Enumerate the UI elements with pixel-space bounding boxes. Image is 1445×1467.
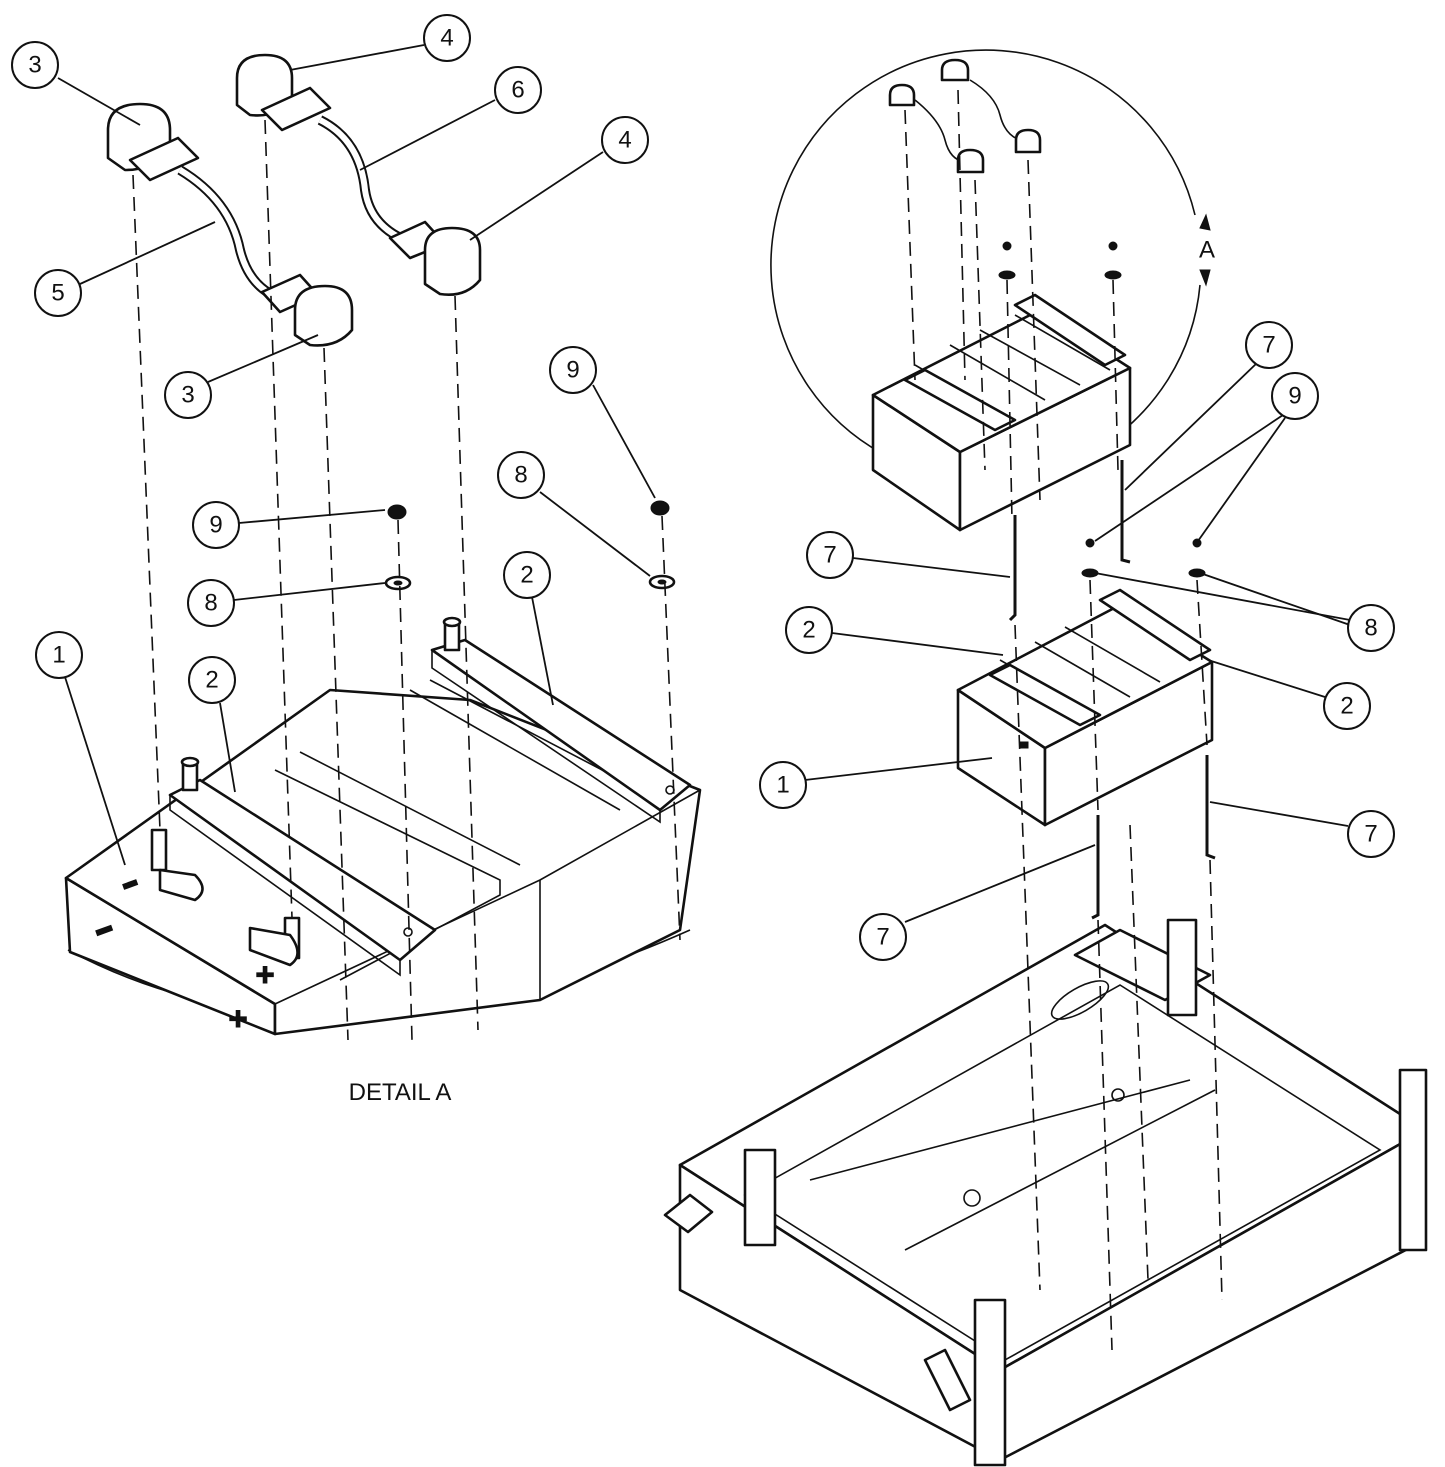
upper-battery <box>871 293 1132 532</box>
svg-text:8: 8 <box>514 462 527 489</box>
callout-7: 7 <box>806 531 854 579</box>
detail-battery: ✚ ✚ <box>64 679 702 1036</box>
svg-text:9: 9 <box>1288 383 1301 410</box>
callout-8: 8 <box>497 451 545 499</box>
svg-text:5: 5 <box>51 280 64 307</box>
svg-text:2: 2 <box>802 617 815 644</box>
main-assembly-view: A <box>663 49 1428 1467</box>
svg-text:8: 8 <box>204 590 217 617</box>
svg-text:8: 8 <box>1364 615 1377 642</box>
svg-text:7: 7 <box>823 542 836 569</box>
callout-4: 4 <box>423 14 471 62</box>
callout-5: 5 <box>34 269 82 317</box>
detail-cable-6 <box>235 53 482 296</box>
svg-text:3: 3 <box>181 382 194 409</box>
svg-text:9: 9 <box>566 357 579 384</box>
callout-3: 3 <box>11 41 59 89</box>
callout-1: 1 <box>759 761 807 809</box>
svg-text:7: 7 <box>876 924 889 951</box>
svg-text:7: 7 <box>1364 821 1377 848</box>
small-cables <box>888 58 1122 280</box>
svg-text:2: 2 <box>520 562 533 589</box>
svg-text:6: 6 <box>511 77 524 104</box>
j-bolts <box>1008 460 1216 920</box>
callout-7: 7 <box>1347 810 1395 858</box>
callout-3: 3 <box>164 371 212 419</box>
svg-text:4: 4 <box>440 25 453 52</box>
svg-text:4: 4 <box>618 127 631 154</box>
callout-9: 9 <box>549 346 597 394</box>
detail-caption: DETAIL A <box>349 1079 452 1106</box>
detail-terminal-posts <box>150 616 462 967</box>
svg-text:7: 7 <box>1262 332 1275 359</box>
plus-mark: ✚ <box>255 963 275 990</box>
svg-text:2: 2 <box>1340 693 1353 720</box>
callout-2: 2 <box>503 551 551 599</box>
callout-7: 7 <box>1245 321 1293 369</box>
main-assembly-lines <box>904 89 1223 1351</box>
callout-7: 7 <box>859 913 907 961</box>
svg-text:1: 1 <box>776 772 789 799</box>
battery-frame <box>663 918 1428 1467</box>
leader-lines <box>57 44 1351 923</box>
callout-2: 2 <box>785 606 833 654</box>
callout-4: 4 <box>601 116 649 164</box>
detail-cable-5 <box>106 102 354 347</box>
svg-text:1: 1 <box>52 642 65 669</box>
callout-6: 6 <box>494 66 542 114</box>
svg-text:3: 3 <box>28 52 41 79</box>
callout-1: 1 <box>35 631 83 679</box>
callout-2: 2 <box>188 656 236 704</box>
svg-text:9: 9 <box>209 512 222 539</box>
callout-8: 8 <box>187 579 235 627</box>
plus-mark: ✚ <box>228 1007 248 1034</box>
callout-8: 8 <box>1347 604 1395 652</box>
view-marker: A <box>1199 237 1215 264</box>
callout-bubbles: 3 4 6 4 5 3 9 9 8 8 2 1 2 7 9 7 2 8 2 1 … <box>11 14 1395 961</box>
callout-9: 9 <box>192 501 240 549</box>
svg-text:2: 2 <box>205 667 218 694</box>
callout-2: 2 <box>1323 682 1371 730</box>
lower-battery <box>956 588 1214 827</box>
callout-9: 9 <box>1271 372 1319 420</box>
detail-hardware <box>384 500 676 591</box>
detail-a-view: ✚ ✚ <box>64 53 702 1106</box>
